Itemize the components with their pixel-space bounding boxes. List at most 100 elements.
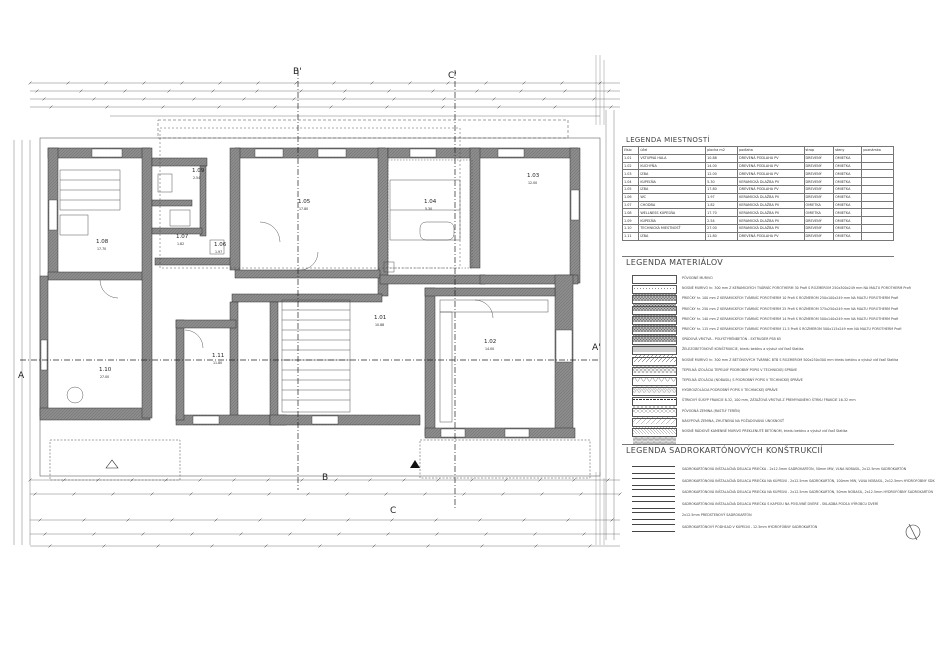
dimension-tick	[431, 89, 435, 93]
dimension-tick	[214, 518, 218, 522]
room-table-cell: DREVENÝ	[803, 216, 835, 225]
material-legend-item: PÔVODNÁ ZEMINA (RASTLÝ TERÉN)	[632, 407, 922, 424]
dimension-tick	[264, 544, 268, 548]
room-1-06-area: 1.97	[215, 250, 222, 254]
dimension-tick	[49, 105, 53, 109]
dimension-tick	[610, 518, 614, 522]
room-table-header: číslo účel plocha m2 podlaha strop steny…	[621, 146, 894, 155]
room-table-header-cell: číslo	[621, 146, 640, 155]
dimension-tick	[255, 89, 259, 93]
drywall-legend-label: SADROKARTÓNOVÁ INŠTALAČNÁ DELIACA PRIEČK…	[682, 478, 935, 483]
dimension-tick	[484, 81, 488, 85]
dimension-tick	[470, 478, 474, 482]
dimension-tick	[343, 89, 347, 93]
material-legend-label: PÔVODNÉ MURIVO	[682, 276, 713, 280]
dimension-tick	[150, 492, 154, 496]
drywall-swatch	[632, 466, 675, 474]
dimension-tick	[318, 544, 322, 548]
room-table-cell: OMIETKA	[833, 153, 863, 163]
drywall-legend-item: SADROKARTÓNOVÝ PODHĽAD V KÚPEĽNI - 12.5m…	[632, 522, 922, 534]
north-arrow-icon	[905, 523, 921, 541]
section-arrow-icon	[410, 460, 420, 468]
room-table-cell: DREVENÝ	[803, 169, 835, 179]
room-table-cell: KÚPEĽŇA	[638, 216, 707, 225]
dimension-tick	[423, 492, 427, 496]
dimension-tick	[232, 478, 236, 482]
dimension-tick	[210, 544, 214, 548]
drywall-swatch	[632, 523, 675, 532]
section-mark-a: A	[18, 371, 25, 381]
room-table-cell: 27.00	[705, 223, 739, 233]
room-table-cell: IZBA	[638, 231, 707, 241]
room-table-cell: 1.02	[621, 161, 640, 171]
room-table-cell: KERAMICKÁ DLAŽBA PV	[737, 177, 805, 186]
material-swatch-diag	[632, 346, 677, 363]
room-table-cell: 1.97	[705, 192, 739, 202]
dimension-tick	[519, 89, 523, 93]
dimension-tick	[48, 544, 52, 548]
room-table-header-cell: účel	[638, 146, 707, 155]
room-table-cell	[861, 208, 894, 218]
dimension-ticks-bottom	[28, 478, 622, 548]
material-legend-item: PÔVODNÉ MURIVO	[632, 274, 922, 291]
dimension-tick	[492, 97, 496, 101]
dimension-tick	[475, 89, 479, 93]
material-legend-item: NÁSYPOVÁ ZEMINA, ZHUTNENÁ NA POŽADOVANÚ …	[632, 417, 922, 434]
room-1-08-number: 1.08	[96, 239, 109, 245]
dimension-tick	[408, 81, 412, 85]
room-1-11-area: 11.80	[213, 361, 222, 365]
dimension-tick	[28, 81, 32, 85]
room-table-cell	[861, 184, 894, 194]
material-legend-item: ŠTRKOVÝ SÚSYP FRAKCIE 8-32, 100 mm, ZÁTA…	[632, 396, 922, 414]
dimension-tick	[497, 105, 501, 109]
dimension-tick	[402, 478, 406, 482]
dimension-tick	[368, 478, 372, 482]
material-swatch-cross	[632, 285, 677, 302]
drywall-swatch	[632, 512, 675, 520]
material-swatch-cross	[632, 295, 677, 312]
dimension-ticks-top	[28, 81, 613, 109]
dimension-tick	[104, 81, 108, 85]
room-table-cell: 1.82	[705, 200, 739, 210]
dimension-tick	[300, 478, 304, 482]
room-table-cell: KERAMICKÁ DLAŽBA PV	[737, 216, 805, 225]
room-table-cell: 1.05	[621, 184, 640, 194]
dimension-tick	[522, 518, 526, 522]
room-table-cell: WC	[638, 192, 707, 202]
dimension-tick	[228, 492, 232, 496]
room-1-01-area: 10.88	[375, 323, 384, 327]
dimension-tick	[273, 105, 277, 109]
material-legend-item: NOSNÉ MURIVO hr. 300 mm Z BETÓNOVÝCH TVÁ…	[632, 356, 922, 373]
dimension-tick	[329, 105, 333, 109]
dimension-tick	[592, 97, 596, 101]
dimension-tick	[372, 544, 376, 548]
room-table-cell: 14.00	[705, 161, 739, 171]
drywall-swatch	[632, 489, 675, 497]
dimension-tick	[538, 478, 542, 482]
material-swatch-cross	[632, 326, 677, 342]
section-mark-c-bottom: C	[390, 506, 396, 516]
dimension-tick	[522, 81, 526, 85]
material-swatch-cross	[632, 305, 677, 322]
dimension-tick	[198, 478, 202, 482]
room-1-04-area: 5.30	[425, 207, 432, 211]
room-table-cell: VSTUPNÁ HALA	[638, 153, 707, 163]
dimension-tick	[435, 532, 439, 536]
room-table-cell: 1.04	[621, 177, 640, 186]
room-table-cell	[861, 216, 894, 225]
room-table-cell: OMIETKA	[833, 177, 863, 186]
room-1-07-area: 1.82	[177, 242, 184, 246]
material-legend-item: SPÁDOVÁ VRSTVA - POLYSTYRÉNBETÓN - EXTRU…	[632, 335, 922, 353]
room-table-cell	[861, 169, 894, 179]
room-1-10-area: 27.00	[100, 375, 109, 379]
dimension-tick	[218, 81, 222, 85]
section-markers: A A' B' B C' C	[18, 67, 601, 516]
drywall-swatch	[632, 500, 675, 509]
room-table-cell	[861, 153, 894, 163]
dimension-tick	[390, 518, 394, 522]
material-legend-label: HYDROIZOLÁCIA PODROBNÝ POPIS V TECHNICKE…	[682, 388, 778, 393]
room-table-cell	[861, 223, 894, 233]
